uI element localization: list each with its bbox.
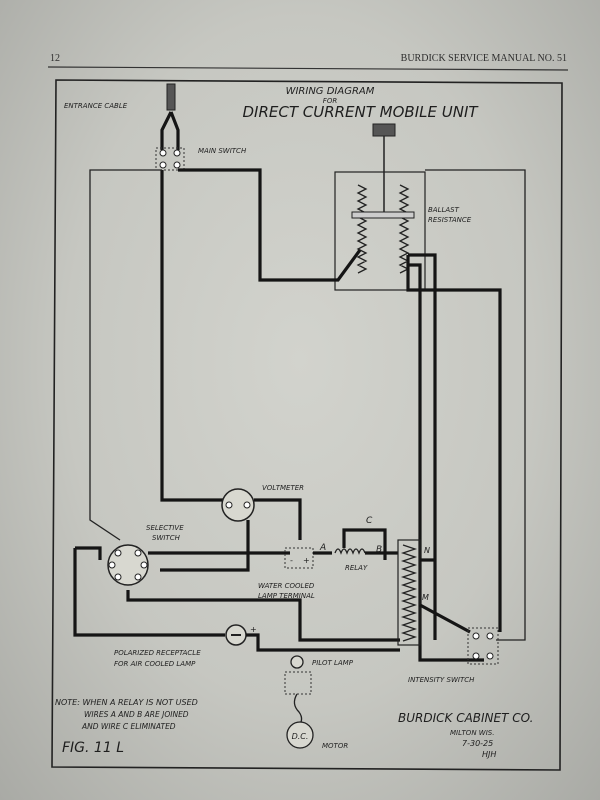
- note-line1: NOTE: WHEN A RELAY IS NOT USED: [55, 698, 198, 707]
- header-rule: [47, 66, 569, 71]
- motor-label: MOTOR: [322, 742, 348, 750]
- maker-city: MILTON WIS.: [450, 729, 494, 737]
- polarized-label-2: FOR AIR COOLED LAMP: [114, 660, 196, 668]
- wire-a-label: A: [319, 543, 326, 553]
- selective-switch-icon: [107, 544, 149, 586]
- pilot-lamp-label: PILOT LAMP: [312, 659, 354, 667]
- intensity-switch-icon: [467, 627, 499, 665]
- ballast-label-2: RESISTANCE: [428, 216, 472, 224]
- title-line2: FOR: [323, 97, 338, 105]
- terminal-plus: +: [303, 556, 310, 565]
- motor-switch-icon: [284, 671, 312, 695]
- resistor-coil-right: [398, 184, 410, 274]
- tap-n-label: N: [424, 546, 430, 555]
- selective-switch-label-1: SELECTIVE: [146, 524, 184, 532]
- pilot-lamp-icon: [290, 655, 304, 669]
- entrance-cable-icon: [166, 83, 176, 111]
- intensity-switch-label: INTENSITY SWITCH: [408, 676, 475, 684]
- voltmeter-label: VOLTMETER: [262, 484, 304, 492]
- drafter-initials: HJH: [482, 750, 496, 759]
- note-line2: WIRES A AND B ARE JOINED: [84, 710, 189, 719]
- wire-b-label: B: [376, 545, 382, 555]
- polarized-receptacle-icon: [225, 624, 247, 646]
- tap-m-label: M: [422, 593, 429, 602]
- relay-label: RELAY: [345, 564, 368, 572]
- water-cooled-lamp-terminal-icon: [284, 547, 314, 569]
- dc-motor-icon: [286, 721, 314, 749]
- voltmeter-icon: [221, 488, 255, 522]
- manual-title: BURDICK SERVICE MANUAL NO. 51: [401, 53, 567, 64]
- dc-label: D.C.: [292, 732, 309, 741]
- main-switch-label: MAIN SWITCH: [198, 147, 247, 155]
- note-line3: AND WIRE C ELIMINATED: [81, 722, 176, 731]
- water-cooled-label-2: LAMP TERMINAL: [258, 592, 315, 600]
- terminal-minus: -: [290, 556, 293, 565]
- drawing-date: 7-30-25: [462, 739, 493, 748]
- diagram-border: [51, 79, 563, 771]
- receptacle-plus: +: [250, 625, 257, 634]
- main-switch-icon: [155, 147, 185, 171]
- page-number: 12: [50, 53, 60, 64]
- intensity-resistor-box: [397, 539, 421, 646]
- relay-coil-icon: [334, 548, 366, 555]
- ballast-label-1: BALLAST: [428, 206, 460, 214]
- polarized-label-1: POLARIZED RECEPTACLE: [114, 649, 201, 657]
- figure-label: FIG. 11 L: [62, 740, 124, 756]
- ballast-knob-icon: [372, 123, 396, 137]
- wire-c-label: C: [366, 516, 373, 526]
- ballast-resistance-box: [334, 171, 426, 291]
- title-line1: WIRING DIAGRAM: [286, 86, 375, 97]
- selective-switch-label-2: SWITCH: [152, 534, 181, 542]
- entrance-cable-label: ENTRANCE CABLE: [64, 102, 128, 110]
- resistor-coil-left: [356, 184, 368, 274]
- title-line3: DIRECT CURRENT MOBILE UNIT: [242, 103, 479, 121]
- water-cooled-label-1: WATER COOLED: [258, 582, 315, 590]
- intensity-resistor-coil: [400, 544, 418, 642]
- maker-name: BURDICK CABINET CO.: [398, 711, 533, 725]
